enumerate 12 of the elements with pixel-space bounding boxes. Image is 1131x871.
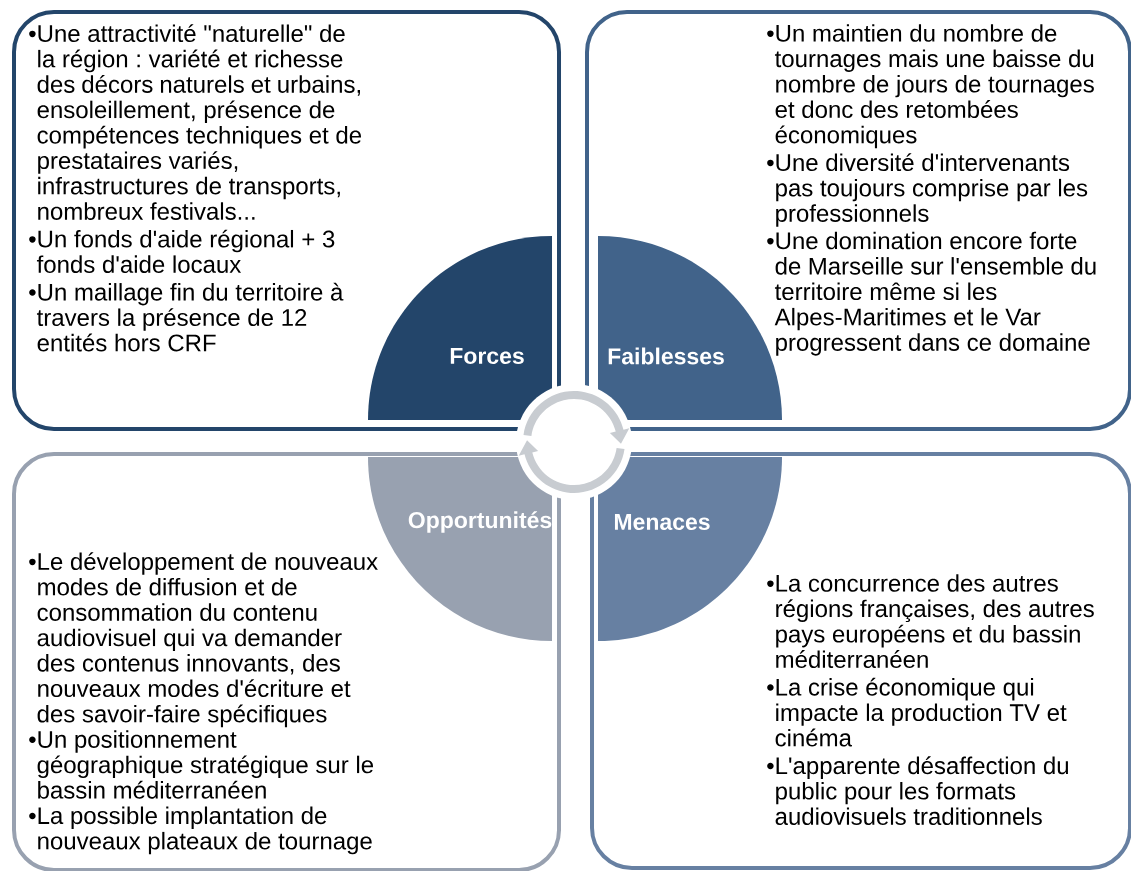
bullet-text: •La possible implantation de nouveaux plateaux de tournage (29, 806, 372, 855)
bullet-text: •Un positionnement géographique stratégique sur le bassin méditerranéen (29, 730, 374, 799)
quadrant-sector: Forces (368, 236, 552, 420)
bullet-text: •La crise économique qui impacte la production TV et cinéma (767, 677, 1067, 747)
node-label: Menaces (614, 513, 710, 531)
bullet-text: •Un maillage fin du territoire à travers la présence de 12 entités hors CRF (29, 282, 344, 352)
bullet-text: •Une diversité d'intervenants pas toujours comprise par les professionnels (767, 153, 1088, 227)
bullet-text: •Un maintien du nombre de tournages mais une baisse du nombre de jours de tournages et donc des retombées économiques (767, 24, 1094, 149)
bullet-text: •L'apparente désaffection du public pour les formats audiovisuels traditionnels (767, 756, 1068, 825)
bullet-text: •Un fonds d'aide régional + 3 fonds d'aide locaux (29, 229, 335, 273)
bullet-text: •Une attractivité "naturelle" de la région : variété et richesse des décors naturels et urbains, ensoleillement, présence de compétences techniques et de prestataires variés, infrastructures de transports, nombreux festivals... (29, 24, 362, 220)
node-label: Opportunités (408, 511, 552, 533)
